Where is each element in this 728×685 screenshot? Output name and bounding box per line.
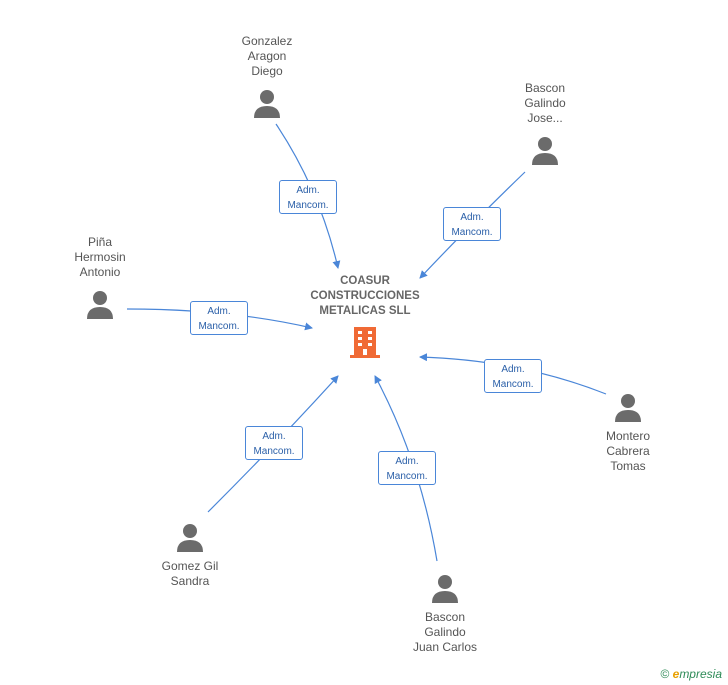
company-name-line: CONSTRUCCIONES xyxy=(310,290,420,302)
person-node-bascon-jose[interactable]: Bascon Galindo Jose... xyxy=(485,81,605,166)
person-name-line: Diego xyxy=(251,64,283,78)
person-name-line: Hermosin xyxy=(74,250,126,264)
role-label: Adm. xyxy=(501,364,525,375)
company-name-line: METALICAS SLL xyxy=(319,305,411,317)
person-icon xyxy=(615,394,641,422)
person-name-line: Juan Carlos xyxy=(412,640,478,654)
role-box-montero[interactable]: Adm. Mancom. xyxy=(484,359,542,393)
brand-initial: e xyxy=(672,667,680,681)
person-name-line: Galindo xyxy=(524,96,566,110)
person-node-montero[interactable]: Montero Cabrera Tomas xyxy=(568,393,688,474)
person-node-pina[interactable]: Piña Hermosin Antonio xyxy=(40,235,160,320)
role-label: Mancom. xyxy=(287,200,329,211)
person-name-line: Sandra xyxy=(170,574,210,588)
brand-name: mpresia xyxy=(679,667,722,681)
role-label: Mancom. xyxy=(386,471,428,482)
person-name-line: Montero xyxy=(605,429,651,443)
role-box-gonzalez[interactable]: Adm. Mancom. xyxy=(279,180,337,214)
person-name-line: Galindo xyxy=(424,625,466,639)
person-name-line: Bascon xyxy=(424,610,466,624)
person-name-line: Aragon xyxy=(247,49,287,63)
person-name-line: Jose... xyxy=(527,111,563,125)
role-box-bascon-jose[interactable]: Adm. Mancom. xyxy=(443,207,501,241)
role-box-bascon-juan[interactable]: Adm. Mancom. xyxy=(378,451,436,485)
person-name-line: Gonzalez xyxy=(241,34,293,48)
person-name-line: Gomez Gil xyxy=(161,559,219,573)
person-icon xyxy=(532,137,558,165)
company-node[interactable]: COASUR CONSTRUCCIONES METALICAS SLL xyxy=(295,274,435,359)
role-label: Adm. xyxy=(460,212,484,223)
person-name-line: Tomas xyxy=(610,459,646,473)
role-label: Mancom. xyxy=(492,379,534,390)
role-label: Mancom. xyxy=(198,321,240,332)
person-name-line: Bascon xyxy=(524,81,566,95)
person-icon xyxy=(432,575,458,603)
person-icon xyxy=(87,291,113,319)
role-label: Adm. xyxy=(262,431,286,442)
copyright-symbol: © xyxy=(660,667,670,681)
role-label: Adm. xyxy=(207,306,231,317)
person-icon xyxy=(254,90,280,118)
role-label: Mancom. xyxy=(253,446,295,457)
role-label: Mancom. xyxy=(451,227,493,238)
brand-footer[interactable]: © empresia xyxy=(660,667,722,681)
role-box-gomez[interactable]: Adm. Mancom. xyxy=(245,426,303,460)
role-box-pina[interactable]: Adm. Mancom. xyxy=(190,301,248,335)
person-node-gomez[interactable]: Gomez Gil Sandra xyxy=(130,523,250,589)
person-node-gonzalez[interactable]: Gonzalez Aragon Diego xyxy=(207,34,327,119)
person-name-line: Antonio xyxy=(79,265,121,279)
person-icon xyxy=(177,524,203,552)
person-name-line: Cabrera xyxy=(606,444,650,458)
building-icon xyxy=(350,327,380,358)
person-name-line: Piña xyxy=(87,235,113,249)
role-label: Adm. xyxy=(395,456,419,467)
company-name-line: COASUR xyxy=(340,275,390,287)
role-label: Adm. xyxy=(296,185,320,196)
person-node-bascon-juan[interactable]: Bascon Galindo Juan Carlos xyxy=(385,574,505,655)
